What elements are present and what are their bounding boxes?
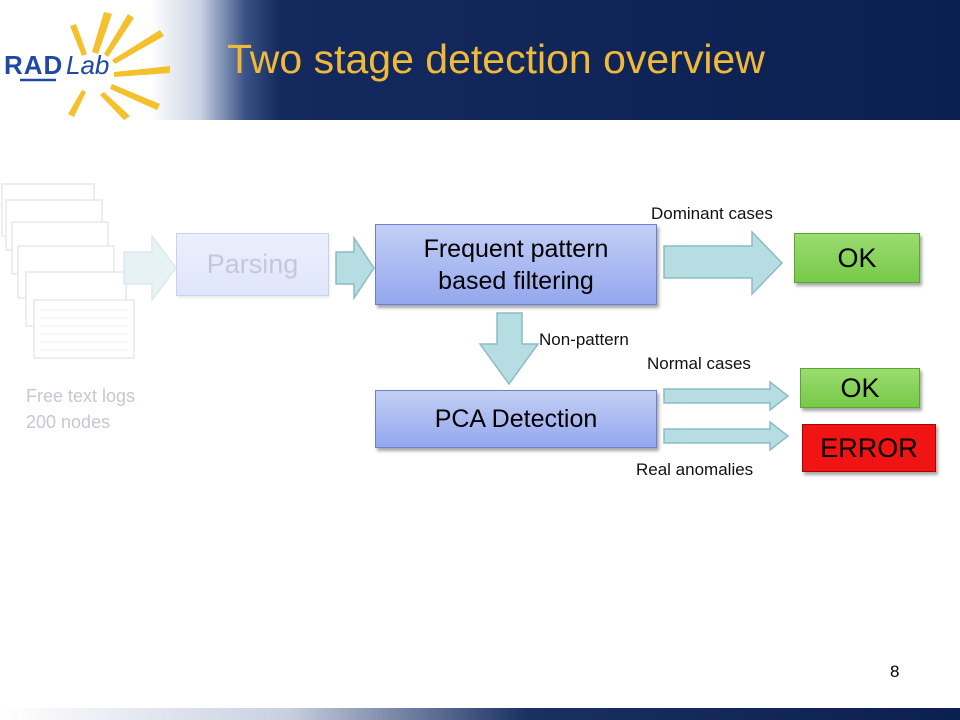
parsing-label: Parsing bbox=[206, 249, 299, 279]
non-pattern-label: Non-pattern bbox=[539, 330, 629, 349]
rad-lab-logo: RAD Lab bbox=[4, 12, 170, 120]
svg-text:RAD: RAD bbox=[4, 50, 63, 80]
arrow-parsing-to-filter bbox=[335, 235, 375, 301]
arrow-logs-to-parsing bbox=[123, 233, 177, 303]
slide-title: Two stage detection overview bbox=[227, 36, 765, 82]
logs-label-line2: 200 nodes bbox=[26, 412, 111, 432]
arrow-filter-to-ok bbox=[663, 230, 784, 296]
frequent-pattern-filter-box: Frequent pattern based filtering bbox=[375, 224, 657, 305]
slide-header bbox=[0, 0, 960, 120]
logs-label-line1: Free text logs bbox=[26, 386, 136, 406]
arrow-filter-to-pca bbox=[478, 312, 540, 386]
log-documents-icon bbox=[1, 183, 135, 359]
footer-bar bbox=[0, 708, 960, 720]
ok-normal-box: OK bbox=[800, 368, 920, 408]
real-anomalies-label: Real anomalies bbox=[636, 460, 754, 479]
dominant-cases-label: Dominant cases bbox=[651, 204, 773, 223]
arrow-pca-to-ok bbox=[663, 380, 790, 412]
ok-dominant-label: OK bbox=[837, 242, 877, 273]
filter-line2: based filtering bbox=[438, 266, 594, 295]
normal-cases-label: Normal cases bbox=[647, 354, 751, 373]
error-box: ERROR bbox=[802, 424, 936, 472]
arrow-pca-to-error bbox=[663, 420, 790, 452]
ok-normal-label: OK bbox=[840, 372, 880, 403]
error-label: ERROR bbox=[820, 432, 918, 463]
ok-dominant-box: OK bbox=[794, 233, 920, 283]
parsing-box: Parsing bbox=[176, 233, 329, 296]
filter-line1: Frequent pattern bbox=[423, 234, 609, 263]
logs-label: Free text logs 200 nodes bbox=[26, 383, 135, 435]
pca-label: PCA Detection bbox=[434, 405, 598, 433]
page-number: 8 bbox=[890, 662, 900, 681]
svg-text:Lab: Lab bbox=[66, 50, 109, 80]
pca-detection-box: PCA Detection bbox=[375, 390, 657, 448]
